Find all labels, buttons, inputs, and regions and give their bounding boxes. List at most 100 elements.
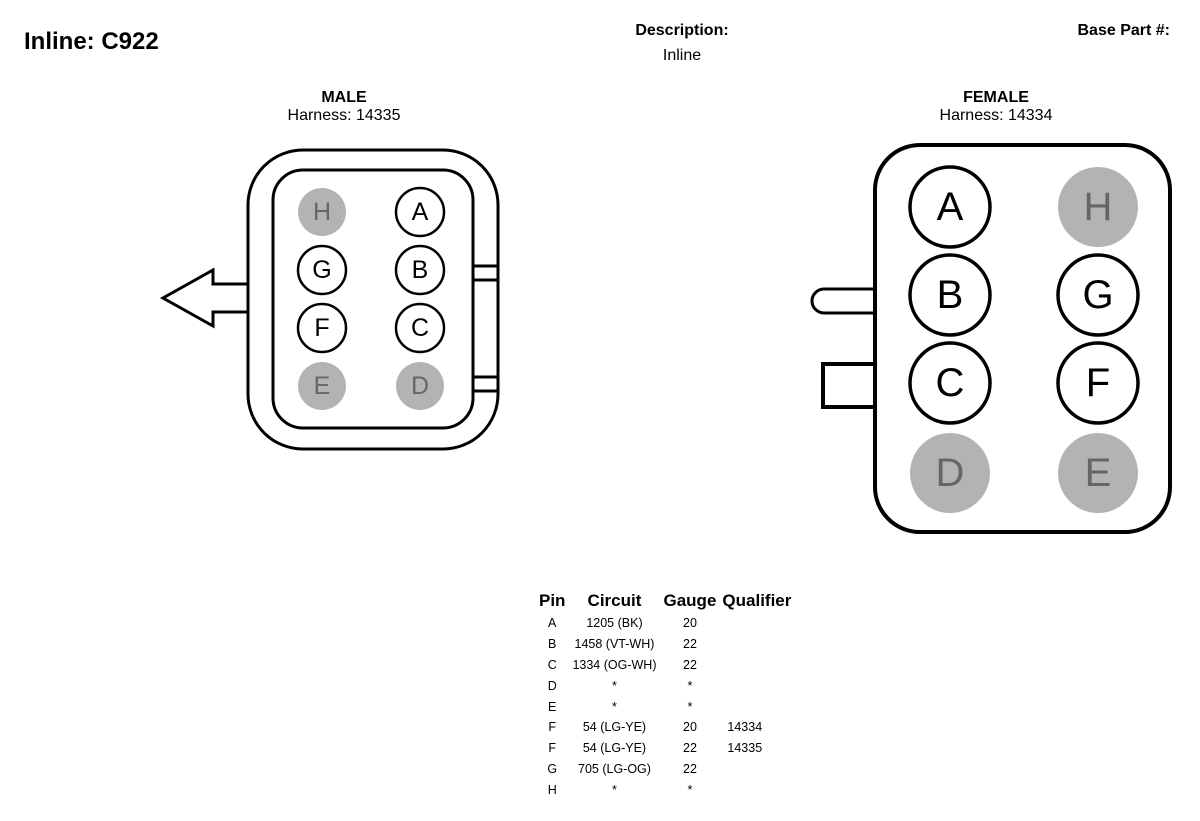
qualifier-cell	[719, 613, 794, 634]
male-pin-g: G	[296, 244, 348, 296]
pin-cell: F	[548, 741, 557, 756]
female-pin-circle	[1056, 341, 1140, 425]
female-pin-circle	[1058, 433, 1138, 513]
male-inner-shell	[271, 168, 475, 430]
male-gender-label: MALE	[321, 89, 367, 106]
circuit-cell: 1458 (VT-WH)	[574, 637, 655, 652]
pin-cell: C	[547, 657, 557, 672]
circuit-cell: 54 (LG-YE)	[582, 741, 647, 756]
pin-cell: G	[547, 761, 558, 776]
female-connector-label: FEMALE Harness: 14334	[886, 89, 1106, 125]
gauge-cell: *	[687, 678, 693, 693]
female-key-block	[821, 362, 878, 409]
female-gender-label: FEMALE	[963, 89, 1029, 106]
female-pin-g: G	[1056, 253, 1140, 337]
qualifier-header: Qualifier	[722, 591, 792, 610]
gauge-cell: 22	[683, 637, 697, 652]
female-pin-label: G	[1082, 273, 1113, 317]
base-part-label: Base Part #:	[1077, 22, 1171, 39]
circuit-cell: 1205 (BK)	[586, 616, 643, 631]
qualifier-cell	[719, 759, 794, 780]
table-row: D**	[536, 675, 794, 696]
female-pin-label: E	[1085, 451, 1112, 495]
female-pin-a: A	[908, 165, 992, 249]
female-pin-circle	[908, 341, 992, 425]
pin-table-header-row: Pin Circuit Gauge Qualifier	[536, 591, 794, 613]
male-connector: H A G B F C E D	[159, 148, 500, 451]
qualifier-cell	[719, 655, 794, 676]
male-pin-circle	[396, 362, 444, 410]
female-pin-circle	[910, 433, 990, 513]
pin-cell: H	[547, 782, 557, 797]
male-outer-shell	[246, 148, 500, 451]
qualifier-cell	[719, 634, 794, 655]
gauge-cell: 22	[683, 741, 697, 756]
female-pin-b: B	[908, 253, 992, 337]
male-pin-d: D	[396, 362, 444, 410]
connector-title: Inline: C922	[24, 28, 159, 55]
female-pin-circle	[1058, 167, 1138, 247]
table-row: A 1205 (BK) 20	[536, 613, 794, 634]
gauge-header: Gauge	[663, 591, 717, 610]
male-pin-label: E	[314, 372, 331, 400]
gauge-cell: *	[687, 782, 693, 797]
table-row: F 54 (LG-YE) 22 14335	[536, 738, 794, 759]
pin-header: Pin	[539, 591, 566, 610]
female-pin-h: H	[1058, 167, 1138, 247]
male-pin-label: F	[314, 314, 329, 342]
table-row: E**	[536, 696, 794, 717]
female-pin-label: C	[936, 361, 965, 405]
pin-cell: A	[548, 616, 557, 631]
circuit-header: Circuit	[587, 591, 642, 610]
female-pin-c: C	[908, 341, 992, 425]
gauge-cell: 20	[683, 720, 697, 735]
female-pin-label: A	[937, 185, 964, 229]
table-row: H * *	[536, 779, 794, 800]
female-harness-label: Harness: 14334	[939, 107, 1053, 124]
male-pin-circle	[298, 362, 346, 410]
qualifier-cell	[719, 696, 794, 717]
male-connector-label: MALE Harness: 14335	[234, 89, 454, 125]
female-pin-circle	[1056, 253, 1140, 337]
male-pin-e: E	[298, 362, 346, 410]
male-pin-a: A	[394, 186, 446, 238]
male-pin-circle	[298, 188, 346, 236]
female-latch-tab	[810, 287, 876, 315]
qualifier-cell	[719, 779, 794, 800]
pin-cell: E	[548, 699, 557, 714]
circuit-cell: 1334 (OG-WH)	[572, 657, 657, 672]
gauge-cell: 20	[683, 616, 697, 631]
male-pin-h: H	[298, 188, 346, 236]
circuit-cell: *	[612, 699, 617, 714]
male-pin-cavities: H A G B F C E D	[296, 186, 446, 410]
male-pin-circle	[394, 244, 446, 296]
description-value: Inline	[662, 47, 702, 64]
female-pin-label: H	[1084, 185, 1113, 229]
male-pin-label: G	[312, 256, 331, 284]
male-pin-f: F	[296, 302, 348, 354]
description-label: Description:	[635, 22, 729, 39]
male-pin-label: B	[412, 256, 429, 284]
female-pin-label: B	[937, 273, 964, 317]
circuit-cell: 54 (LG-YE)	[582, 720, 647, 735]
male-side-lock-bottom	[471, 375, 500, 393]
qualifier-cell: 14335	[727, 741, 763, 756]
male-pin-circle	[394, 302, 446, 354]
female-pin-e: E	[1058, 433, 1138, 513]
male-pin-label: C	[411, 314, 429, 342]
qualifier-cell: 14334	[727, 720, 763, 735]
male-harness-label: Harness: 14335	[287, 107, 401, 124]
circuit-cell: *	[612, 782, 617, 797]
female-pin-circle	[908, 165, 992, 249]
circuit-cell: 705 (LG-OG)	[578, 761, 651, 776]
male-pin-label: H	[313, 198, 331, 226]
female-pin-label: F	[1086, 361, 1110, 405]
male-pin-label: D	[411, 372, 429, 400]
